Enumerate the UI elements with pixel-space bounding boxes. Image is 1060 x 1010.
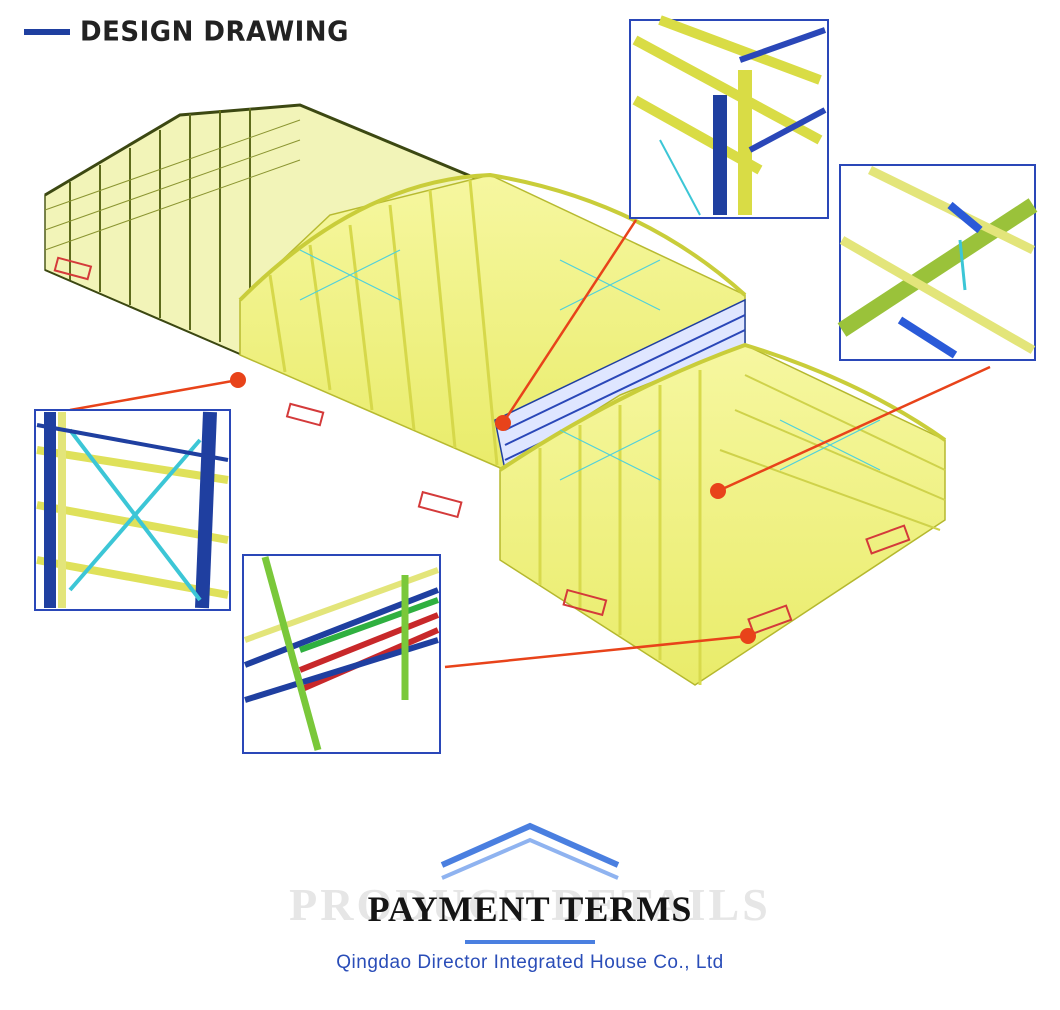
callout-dot-icon [230, 372, 246, 388]
front-hall-frame [53, 256, 947, 686]
detail-inset-cross-bracing [34, 409, 231, 611]
callout-dot-icon [710, 483, 726, 499]
watermark-text: PRODUCT DETAILS [289, 879, 771, 930]
section-header: DESIGN DRAWING [24, 12, 349, 52]
header-accent-bar [24, 29, 70, 35]
design-drawing [34, 15, 1038, 754]
title-underline [465, 940, 595, 944]
detail-inset-eave-beams [242, 554, 441, 754]
callout-dot-icon [740, 628, 756, 644]
footer-section: PRODUCT DETAILS PAYMENT TERMS Qingdao Di… [0, 800, 1060, 1000]
detail-inset-column-joint [629, 15, 829, 219]
section-title: PAYMENT TERMS [367, 889, 693, 929]
callout-dot-icon [495, 415, 511, 431]
callout-lines [69, 219, 991, 669]
roof-chevron-icon [440, 822, 620, 880]
header-title: DESIGN DRAWING [80, 16, 349, 48]
company-name: Qingdao Director Integrated House Co., L… [336, 952, 724, 973]
detail-inset-purlin-brace [837, 164, 1038, 361]
